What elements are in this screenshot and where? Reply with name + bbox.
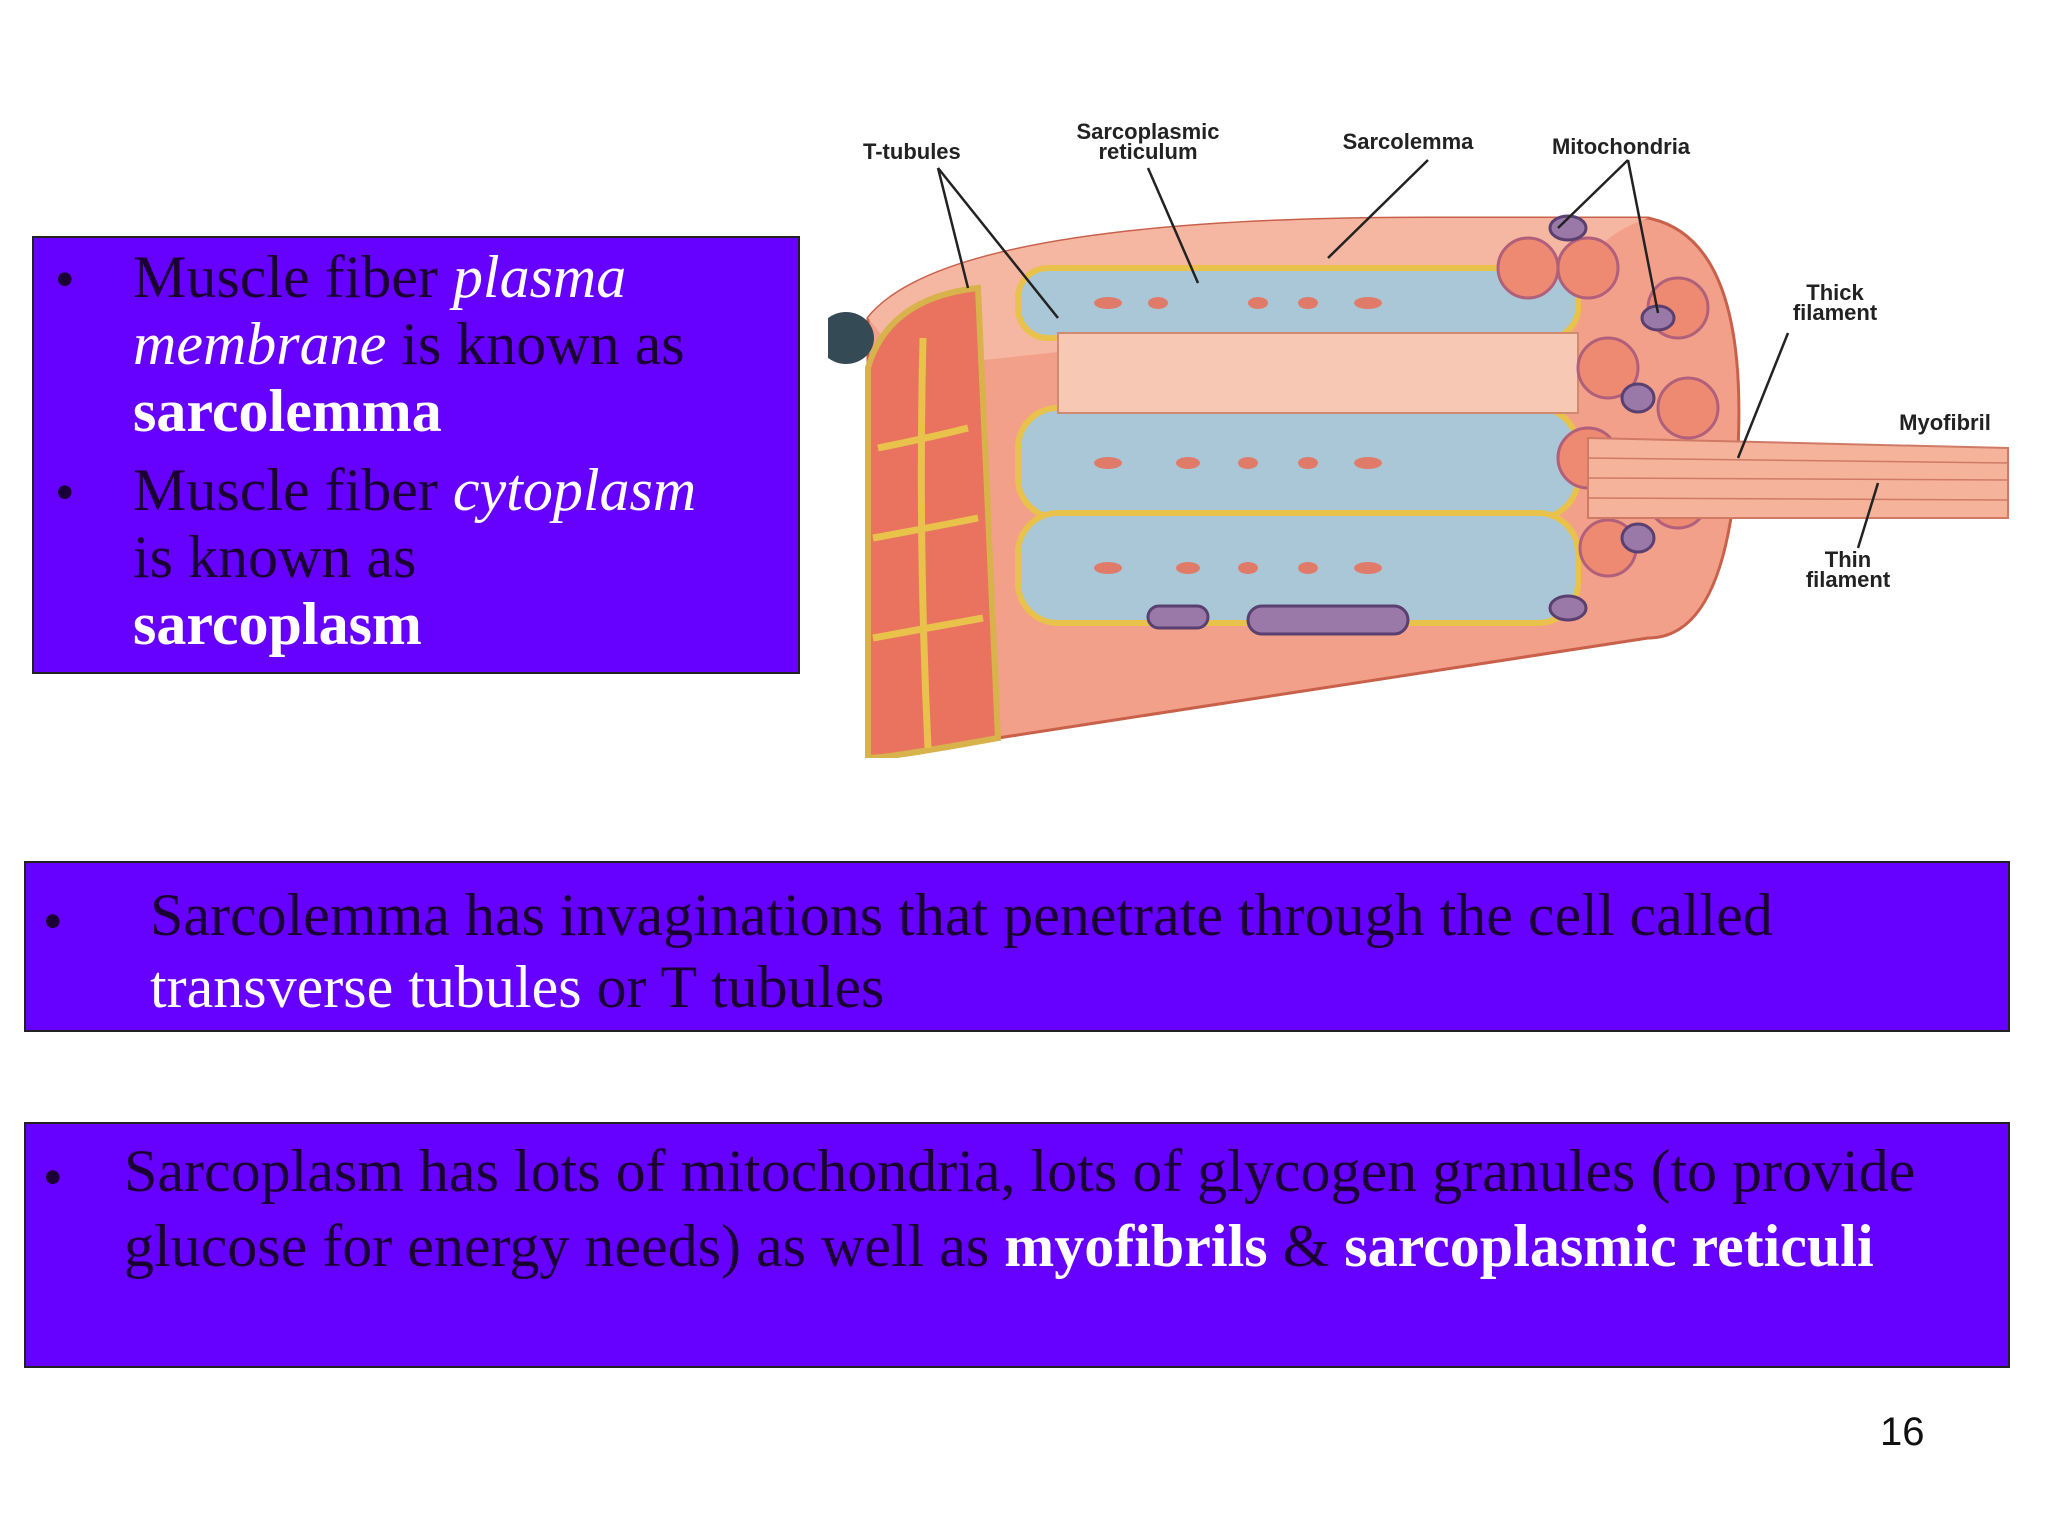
item-text: & bbox=[1267, 1213, 1345, 1279]
bullet-icon: • bbox=[44, 893, 62, 949]
bold-term: sarcoplasm bbox=[133, 591, 422, 657]
t-tubule-box: • Sarcolemma has invaginations that pene… bbox=[24, 861, 2010, 1032]
list-item: • Sarcoplasm has lots of mitochondria, l… bbox=[26, 1134, 2008, 1284]
label-thin: Thin bbox=[1825, 547, 1871, 572]
list-item: • Sarcolemma has invaginations that pene… bbox=[26, 879, 2008, 1023]
sarcoplasm-list: • Sarcoplasm has lots of mitochondria, l… bbox=[26, 1134, 2008, 1284]
italic-term: cytoplasm bbox=[452, 457, 697, 523]
italic-term: plasma bbox=[452, 244, 627, 310]
highlight-term: transverse tubules bbox=[150, 954, 582, 1020]
definition-box: • Muscle fiber plasma membrane is known … bbox=[32, 236, 800, 674]
nucleus bbox=[828, 312, 874, 364]
cross-section-network bbox=[872, 337, 984, 749]
bold-term: myofibrils bbox=[1004, 1213, 1268, 1279]
sarcoplasm-box: • Sarcoplasm has lots of mitochondria, l… bbox=[24, 1122, 2010, 1368]
label-t-tubules: T-tubules bbox=[863, 139, 961, 164]
label-myofibril: Myofibril bbox=[1899, 410, 1991, 435]
definition-list: • Muscle fiber plasma membrane is known … bbox=[34, 244, 798, 658]
leader-lines bbox=[936, 159, 1880, 549]
item-text: is known as bbox=[133, 524, 417, 590]
item-text: Sarcolemma has invaginations that penetr… bbox=[150, 882, 1773, 948]
bullet-icon: • bbox=[44, 1149, 62, 1205]
cross-section bbox=[865, 284, 1002, 758]
label-mitochondria: Mitochondria bbox=[1552, 134, 1691, 159]
protruding-myofibril bbox=[1587, 436, 2009, 519]
bullet-icon: • bbox=[56, 464, 74, 520]
page-number: 16 bbox=[1880, 1410, 1925, 1454]
label-reticulum: reticulum bbox=[1098, 139, 1197, 164]
bold-term: sarcoplasmic reticuli bbox=[1344, 1213, 1874, 1279]
label-sarcoplasmic: Sarcoplasmic bbox=[1076, 119, 1219, 144]
label-sarcolemma: Sarcolemma bbox=[1343, 129, 1475, 154]
item-text: Muscle fiber bbox=[133, 244, 453, 310]
label-filament: filament bbox=[1793, 300, 1878, 325]
mitochondria-shapes bbox=[1146, 214, 1676, 636]
item-text: or T tubules bbox=[581, 954, 885, 1020]
item-text: Sarcoplasm has lots of mitochondria, lot… bbox=[124, 1138, 1916, 1279]
italic-term: membrane bbox=[133, 311, 387, 377]
muscle-fiber-diagram: T-tubules Sarcoplasmic reticulum Sarcole… bbox=[828, 119, 2009, 758]
bold-term: sarcolemma bbox=[133, 378, 442, 444]
item-text: is known as bbox=[386, 311, 685, 377]
list-item: • Muscle fiber cytoplasm is known as sar… bbox=[34, 457, 798, 658]
list-item: • Muscle fiber plasma membrane is known … bbox=[34, 244, 798, 445]
item-text: Muscle fiber bbox=[133, 457, 453, 523]
bullet-icon: • bbox=[56, 251, 74, 307]
reticulum-pores bbox=[1094, 297, 1382, 574]
label-thick: Thick bbox=[1806, 280, 1864, 305]
label-filament: filament bbox=[1806, 567, 1891, 592]
t-tubule-list: • Sarcolemma has invaginations that pene… bbox=[26, 879, 2008, 1023]
